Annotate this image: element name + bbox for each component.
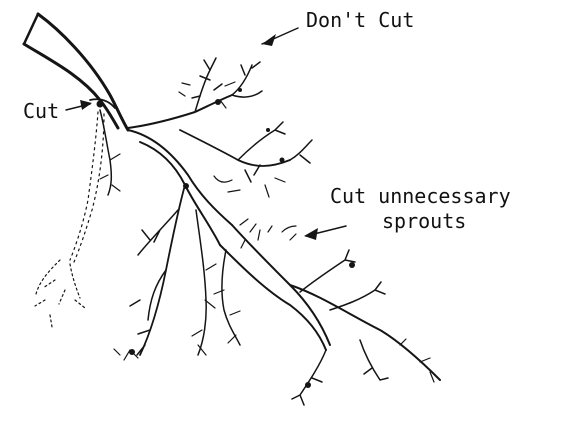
dont-cut-label: Don't Cut bbox=[306, 10, 414, 30]
arrow-cut-sprouts bbox=[304, 226, 346, 240]
arrow-dont-cut bbox=[262, 28, 298, 46]
cut-branch bbox=[35, 99, 120, 327]
cut-unnecessary-label: Cut unnecessary bbox=[330, 186, 511, 206]
cut-label: Cut bbox=[23, 101, 59, 121]
sprouts-label: sprouts bbox=[382, 211, 466, 231]
right-middle-branch bbox=[180, 122, 312, 197]
lower-shoots bbox=[114, 183, 240, 360]
upper-branch-dont-cut bbox=[128, 58, 262, 128]
arrow-cut bbox=[66, 100, 92, 110]
